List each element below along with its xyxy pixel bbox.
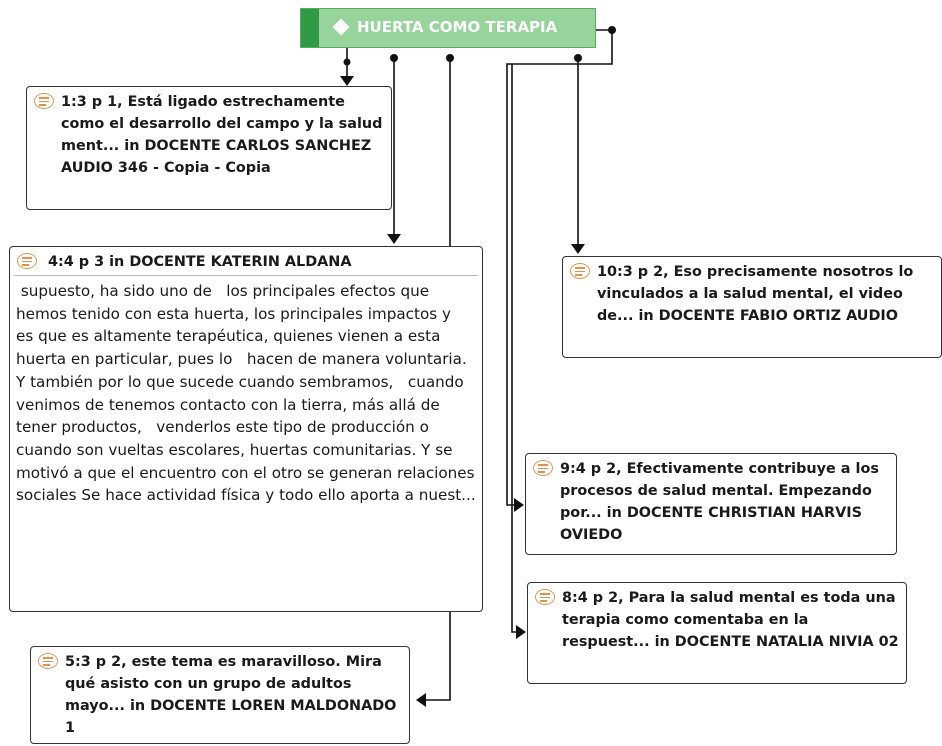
- quotation-icon: [17, 253, 37, 269]
- code-node-huerta-como-terapia[interactable]: HUERTA COMO TERAPIA: [300, 8, 596, 48]
- quotation-icon: [34, 93, 54, 109]
- quotation-text: 10:3 p 2, Eso precisamente nosotros lo v…: [597, 264, 914, 324]
- quotation-title: 4:4 p 3 in DOCENTE KATERIN ALDANA: [48, 254, 352, 270]
- quotation-icon: [570, 263, 590, 279]
- connector-q8: [511, 64, 520, 633]
- connector-dot-q5: [446, 54, 454, 62]
- code-label: HUERTA COMO TERAPIA: [357, 18, 558, 36]
- connector-dot-bundle: [608, 26, 616, 34]
- quotation-node-4-4[interactable]: 4:4 p 3 in DOCENTE KATERIN ALDANA supues…: [9, 246, 483, 612]
- arrow-q9: [514, 498, 524, 512]
- connector-dot-q4: [390, 54, 398, 62]
- quotation-text: 8:4 p 2, Para la salud mental es toda un…: [562, 590, 899, 650]
- quotation-text: 9:4 p 2, Efectivamente contribuye a los …: [560, 461, 879, 543]
- arrow-q8: [516, 625, 526, 639]
- diamond-icon: [332, 18, 350, 36]
- arrow-q10: [571, 244, 585, 254]
- quotation-node-5-3[interactable]: 5:3 p 2, este tema es maravilloso. Mira …: [30, 646, 410, 744]
- quotation-icon: [535, 589, 555, 605]
- quotation-icon: [38, 653, 58, 669]
- connector-dot-q10: [574, 54, 582, 62]
- arrow-q4: [387, 234, 401, 244]
- quotation-body: supuesto, ha sido uno de los principales…: [16, 282, 490, 505]
- quotation-text: 1:3 p 1, Está ligado estrechamente como …: [61, 94, 383, 176]
- connector-dot-q1: [343, 58, 351, 66]
- quotation-header: 4:4 p 3 in DOCENTE KATERIN ALDANA: [14, 247, 478, 276]
- quotation-node-1-3[interactable]: 1:3 p 1, Está ligado estrechamente como …: [26, 86, 392, 210]
- arrow-q1: [340, 76, 354, 86]
- quotation-node-8-4[interactable]: 8:4 p 2, Para la salud mental es toda un…: [527, 582, 907, 684]
- code-color-stripe: [301, 9, 319, 47]
- quotation-node-9-4[interactable]: 9:4 p 2, Efectivamente contribuye a los …: [525, 453, 897, 555]
- arrow-q5: [416, 693, 426, 707]
- quotation-icon: [533, 460, 553, 476]
- quotation-text: 5:3 p 2, este tema es maravilloso. Mira …: [65, 654, 397, 736]
- quotation-node-10-3[interactable]: 10:3 p 2, Eso precisamente nosotros lo v…: [562, 256, 942, 358]
